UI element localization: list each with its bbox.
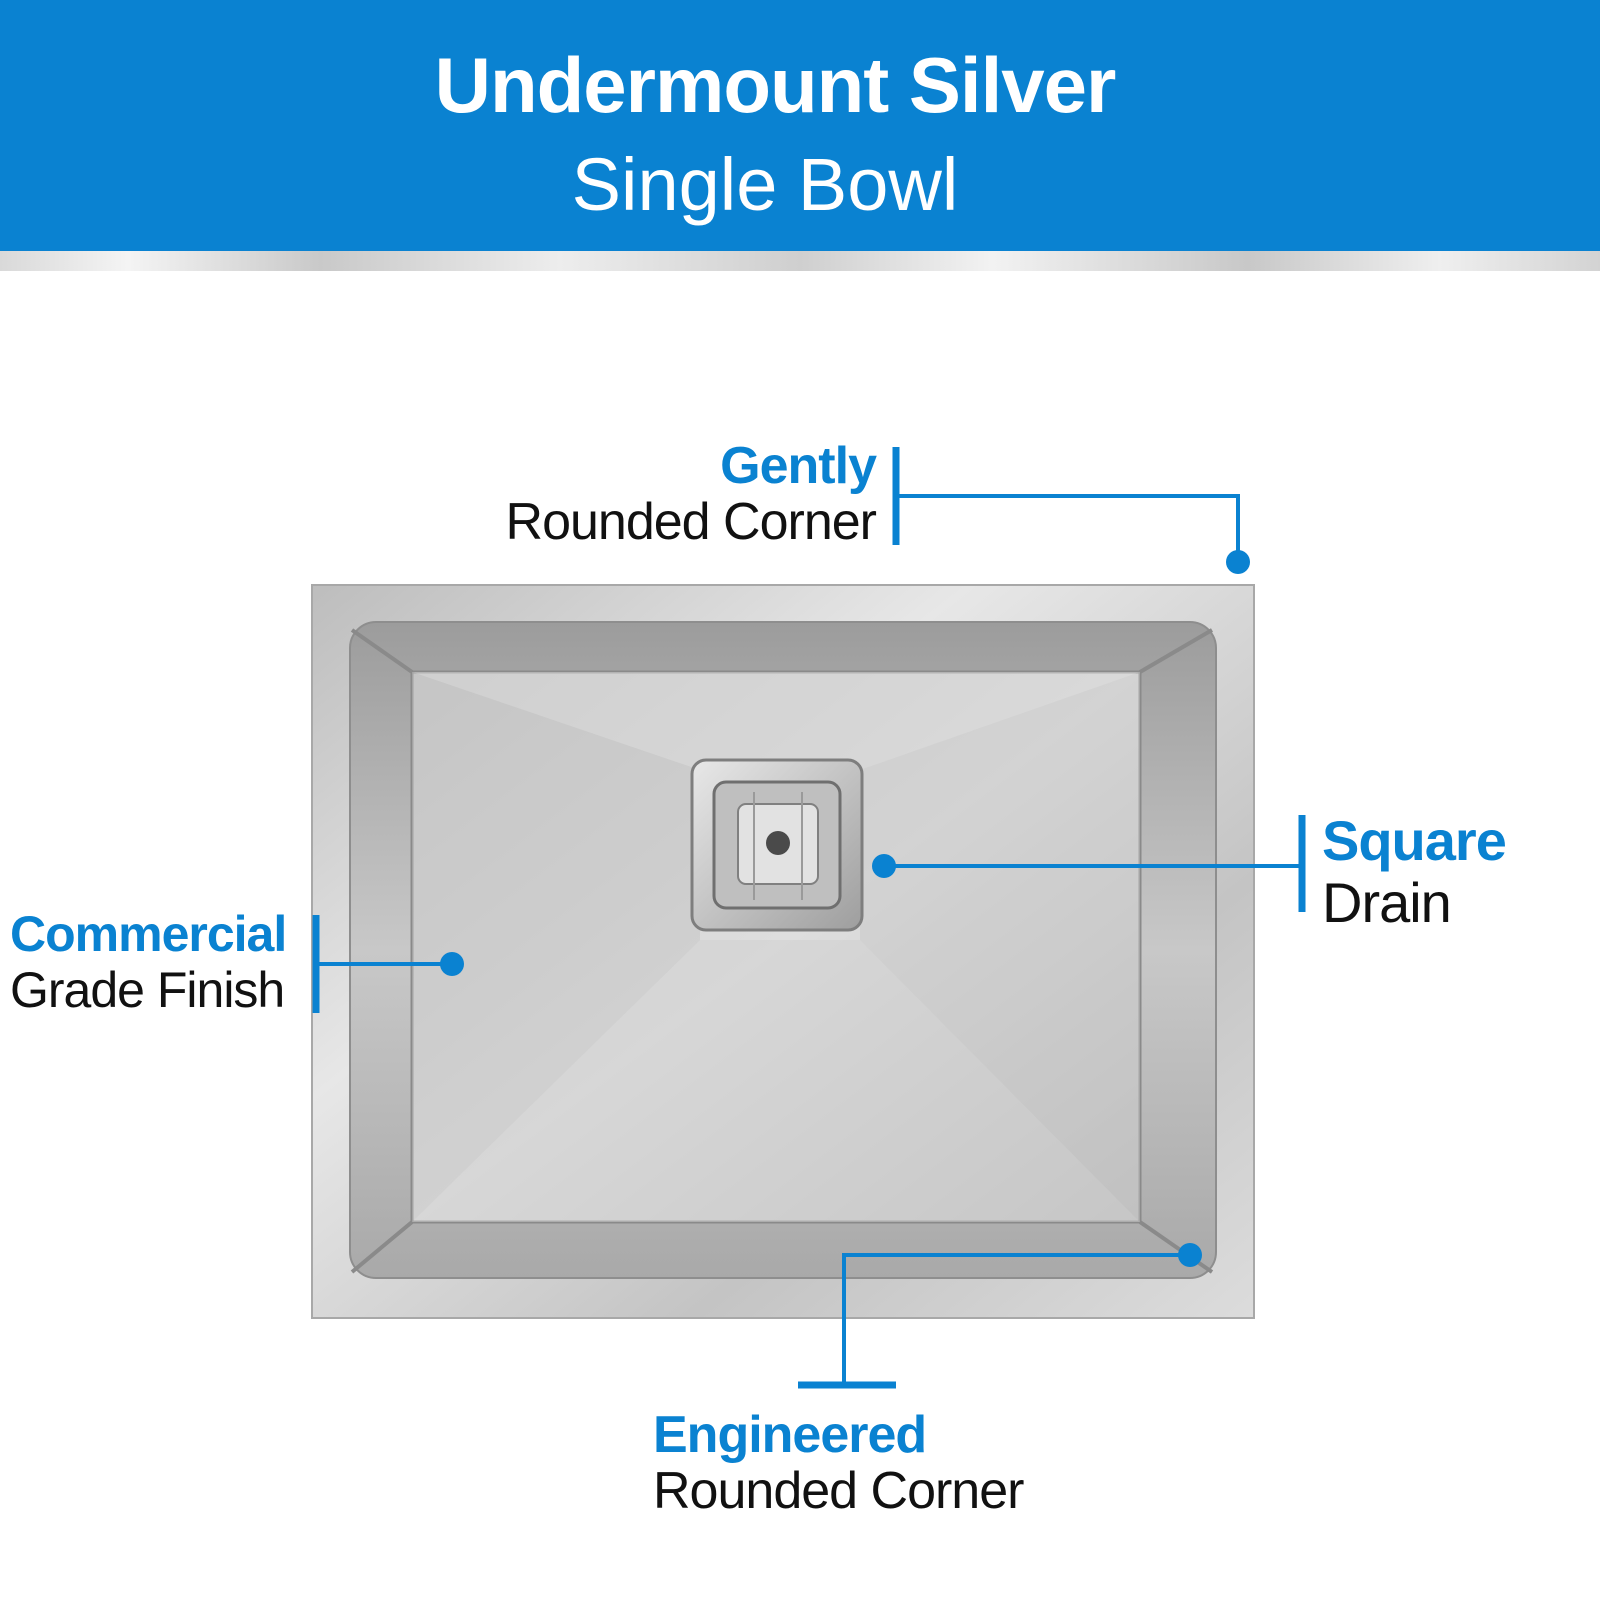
callout-top-strong: Gently	[720, 437, 877, 495]
callout-dots	[440, 550, 1250, 1267]
page-subtitle: Single Bowl	[571, 143, 959, 226]
callout-left-strong: Commercial	[10, 906, 287, 962]
steel-divider	[0, 251, 1600, 271]
callout-bottom-strong: Engineered	[653, 1406, 927, 1464]
callout-left-plain: Grade Finish	[10, 962, 285, 1018]
callout-right-strong: Square	[1322, 809, 1507, 872]
page-title: Undermount Silver	[434, 41, 1117, 129]
header-banner: Undermount Silver Single Bowl	[0, 0, 1600, 251]
callout-bottom: Engineered Rounded Corner	[653, 1407, 1073, 1519]
callout-lines	[312, 447, 1306, 1389]
callout-left: Commercial Grade Finish	[10, 906, 306, 1018]
callout-top: Gently Rounded Corner	[420, 437, 877, 551]
callout-bottom-plain: Rounded Corner	[653, 1462, 1024, 1520]
callout-right-plain: Drain	[1322, 871, 1452, 934]
callout-top-plain: Rounded Corner	[505, 493, 877, 551]
callout-right: Square Drain	[1322, 810, 1592, 934]
